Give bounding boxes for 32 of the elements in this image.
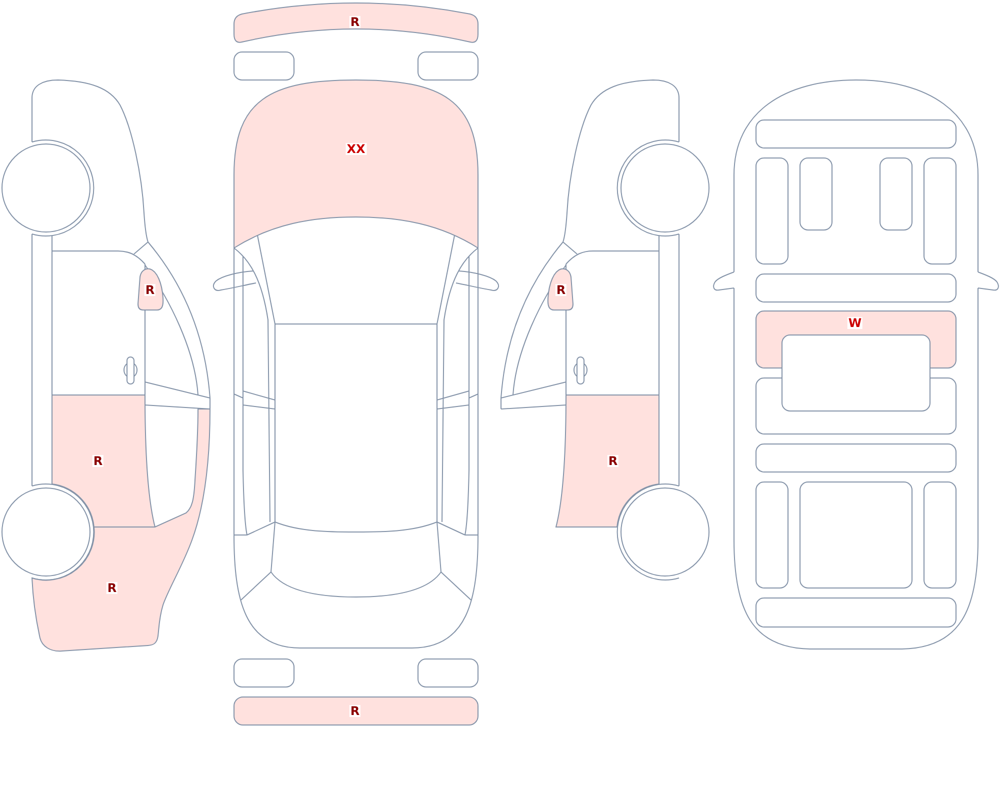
damage-code: R bbox=[349, 705, 361, 717]
interior-panel bbox=[879, 157, 913, 231]
interior-panel bbox=[799, 481, 913, 589]
bumper-panel bbox=[233, 1, 479, 45]
damage-code: R bbox=[555, 284, 567, 296]
taillight-panel bbox=[233, 658, 295, 688]
interior-panel bbox=[755, 119, 957, 149]
bumper-panel bbox=[233, 696, 479, 726]
interior-panel bbox=[755, 597, 957, 628]
mirror-panel bbox=[546, 267, 575, 312]
damage-code: W bbox=[847, 317, 863, 329]
door-panel bbox=[51, 394, 157, 529]
interior-panel bbox=[923, 481, 957, 589]
interior-panel bbox=[781, 334, 931, 412]
interior-panel bbox=[755, 481, 789, 589]
damage-code: R bbox=[144, 284, 156, 296]
damage-code: R bbox=[106, 582, 118, 594]
mirror-panel bbox=[136, 267, 165, 312]
headlight-panel bbox=[233, 51, 295, 81]
door-panel bbox=[554, 394, 660, 529]
interior-panel bbox=[923, 157, 957, 265]
damage-code: R bbox=[92, 455, 104, 467]
interior-panel bbox=[755, 443, 957, 473]
interior-panel bbox=[799, 157, 833, 231]
taillight-panel bbox=[417, 658, 479, 688]
hood-panel bbox=[233, 79, 479, 249]
damage-code: R bbox=[349, 16, 361, 28]
damage-code: XX bbox=[346, 143, 366, 155]
interior-panel bbox=[755, 273, 957, 303]
interior-panel bbox=[755, 157, 789, 265]
damage-code: R bbox=[607, 455, 619, 467]
headlight-panel bbox=[417, 51, 479, 81]
